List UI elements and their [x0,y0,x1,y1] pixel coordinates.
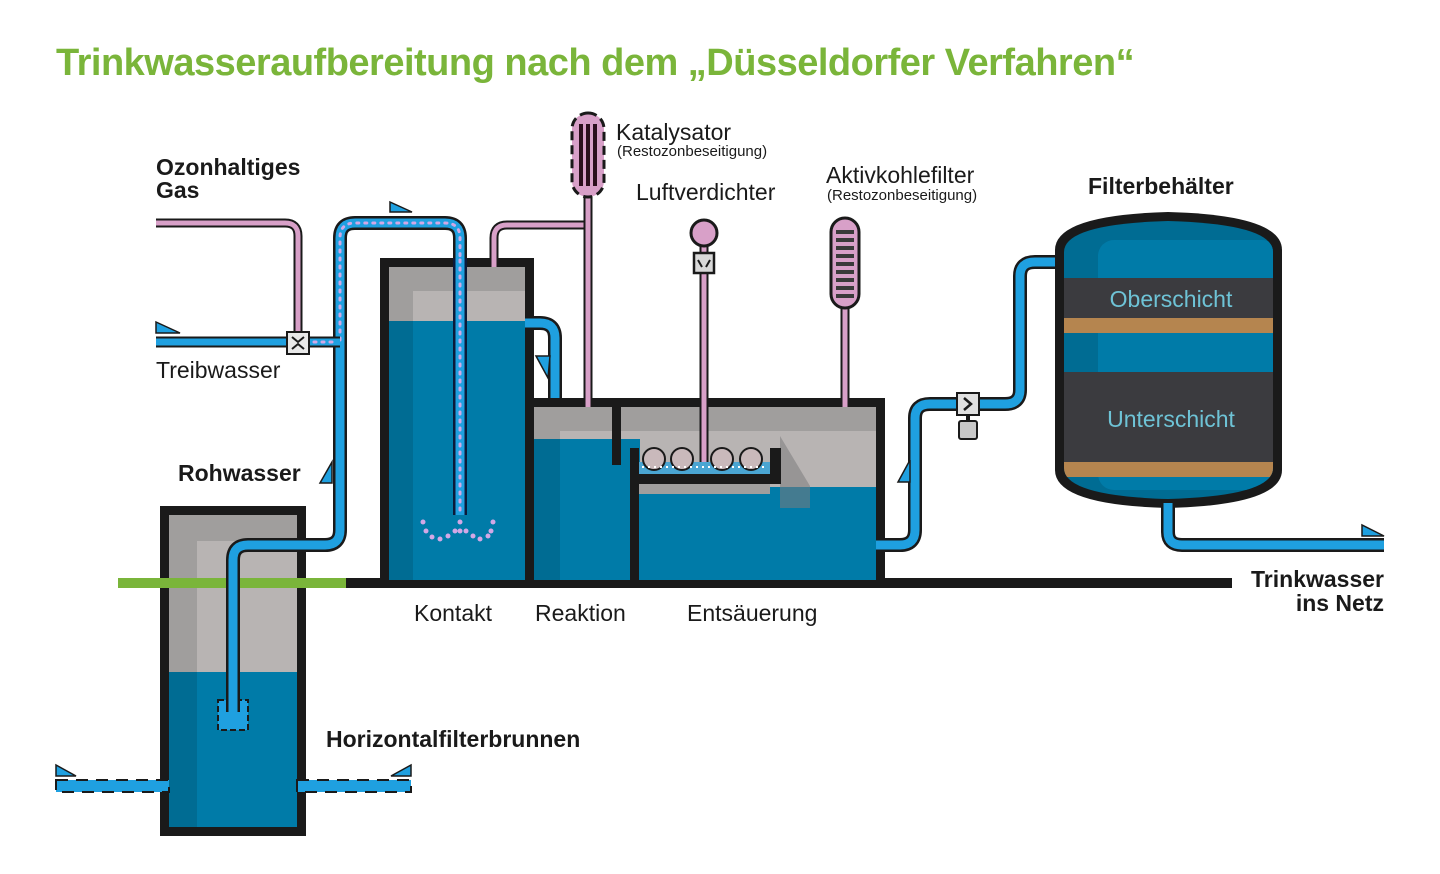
aeration-balls-icon [642,447,763,471]
label-well: Horizontalfilterbrunnen [326,726,580,752]
motive-water-pipe [155,320,340,355]
air-compressor [689,218,719,462]
flow-arrow-icon [390,763,412,777]
label-stage-reaction: Reaktion [535,600,626,626]
label-catalyst: Katalysator [616,119,731,145]
ozone-gas-pipe [156,218,303,335]
output-pipe [1161,503,1385,552]
raw-water-pipe [226,200,467,712]
label-compressor: Luftverdichter [636,179,776,205]
label-filter-vessel: Filterbehälter [1088,173,1234,199]
flow-arrow-icon [1361,523,1385,537]
gravel-layer [1064,318,1273,333]
label-stage-contact: Kontakt [414,600,493,626]
label-catalyst-sub: (Restozonbeseitigung) [617,143,767,160]
catalyst [570,111,606,407]
label-lower-layer: Unterschicht [1107,406,1235,432]
valve-actuator-icon [958,420,978,440]
label-output-2: ins Netz [1296,590,1384,616]
overflow-pipe [525,316,562,440]
flow-arrow-icon [389,200,413,213]
label-carbon-filter: Aktivkohlefilter [826,162,975,188]
diagram-title: Trinkwasseraufbereitung nach dem „Düssel… [56,42,1135,84]
compressor-icon [692,251,716,275]
label-ozone-gas-2: Gas [156,177,199,203]
contact-tank [380,220,588,588]
flow-arrow-icon [155,320,181,334]
flow-arrow-icon [55,763,77,777]
gravel-layer [1064,462,1273,477]
label-stage-deacidification: Entsäuerung [687,600,817,626]
flow-arrow-icon [896,459,911,483]
activated-carbon-filter [829,216,861,407]
label-ozone-gas: Ozonhaltiges [156,154,300,180]
label-output: Trinkwasser [1251,566,1384,592]
filter-vessel [1055,212,1282,508]
label-treibwasser: Treibwasser [156,357,281,383]
check-valve-icon [956,392,980,416]
label-carbon-filter-sub: (Restozonbeseitigung) [827,187,977,204]
filter-feed-pipe [876,255,1065,552]
flow-arrow-icon [534,355,551,381]
lower-layer [1064,372,1273,462]
label-upper-layer: Oberschicht [1110,286,1233,312]
flow-arrow-icon [318,459,333,484]
label-rohwasser: Rohwasser [178,460,301,486]
ozone-bubbles-icon [420,519,496,542]
upper-layer [1064,278,1273,318]
